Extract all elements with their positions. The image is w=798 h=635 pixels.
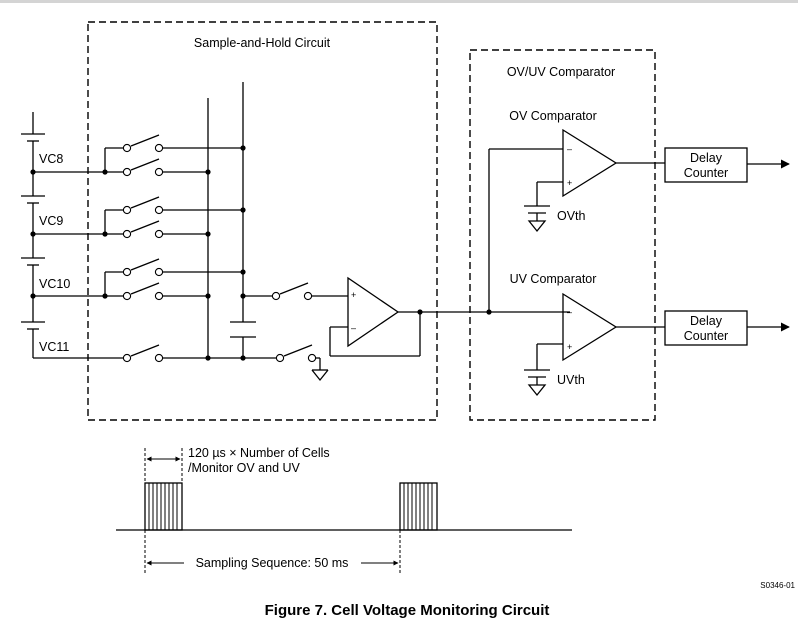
sampling-switches — [122, 134, 164, 363]
ov-delay-line2: Counter — [684, 166, 728, 180]
figure-caption: Figure 7. Cell Voltage Monitoring Circui… — [265, 602, 550, 619]
uv-delay-counter — [664, 310, 790, 346]
ov-delay-line1: Delay — [690, 151, 723, 165]
uv-comparator-title: UV Comparator — [510, 272, 597, 286]
uv-threshold: UVth — [557, 373, 585, 387]
sample-burst-2 — [399, 482, 438, 531]
comparator-box-title: OV/UV Comparator — [507, 65, 615, 79]
pulse-label-1: 120 µs × Number of Cells — [188, 446, 330, 460]
uv-comparator — [524, 292, 665, 397]
sample-burst-1 — [144, 482, 183, 531]
sample-bus — [163, 82, 280, 361]
ov-plus: + — [567, 178, 572, 188]
ov-threshold: OVth — [557, 209, 586, 223]
uv-plus: + — [567, 342, 572, 352]
timing-diagram — [116, 448, 572, 575]
tap-wires — [30, 147, 127, 359]
document-code: S0346-01 — [760, 581, 795, 590]
ov-comparator — [488, 128, 665, 312]
top-border — [0, 0, 798, 3]
sample-hold-box — [87, 21, 438, 421]
opamp-minus: – — [351, 323, 356, 333]
ov-delay-counter — [664, 147, 790, 183]
cell-label-vc11: VC11 — [39, 340, 69, 354]
sample-hold-title: Sample-and-Hold Circuit — [194, 36, 331, 50]
cell-label-vc8: VC8 — [39, 152, 63, 166]
pulse-label-2: /Monitor OV and UV — [188, 461, 301, 475]
ov-comparator-title: OV Comparator — [509, 109, 597, 123]
uv-delay-line2: Counter — [684, 329, 728, 343]
opamp-plus: + — [351, 290, 356, 300]
cell-label-vc10: VC10 — [39, 277, 70, 291]
comparator-box — [469, 49, 656, 421]
output-switches — [271, 282, 348, 382]
ov-minus: – — [567, 144, 572, 154]
cell-label-vc9: VC9 — [39, 214, 63, 228]
uv-delay-line1: Delay — [690, 314, 723, 328]
sample-hold-opamp — [329, 276, 570, 357]
uv-minus: – — [567, 307, 572, 317]
sequence-label: Sampling Sequence: 50 ms — [196, 556, 349, 570]
